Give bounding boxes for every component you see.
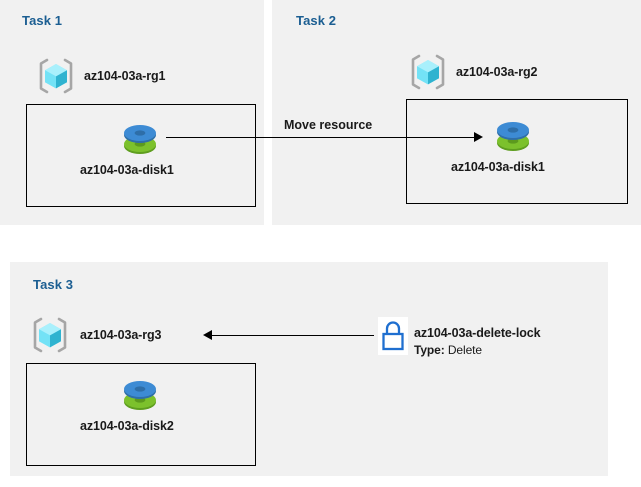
task-2-resource-group-label: az104-03a-rg2 — [456, 65, 538, 79]
task-1-resource-label: az104-03a-disk1 — [80, 163, 174, 177]
delete-lock-type-value: Delete — [447, 343, 482, 357]
task-1-title: Task 1 — [22, 13, 63, 28]
task-2-resource-label: az104-03a-disk1 — [451, 160, 545, 174]
task-2-title: Task 2 — [296, 13, 337, 28]
task-1-resource-box — [26, 104, 256, 207]
resource-group-cube-icon — [30, 315, 70, 355]
lock-applies-arrow-line — [212, 335, 374, 336]
task-3-resource-label: az104-03a-disk2 — [80, 419, 174, 433]
move-resource-arrow-line — [166, 137, 476, 138]
delete-lock-label: az104-03a-delete-lock — [414, 326, 541, 340]
managed-disk-icon — [491, 113, 535, 157]
task-1-panel — [0, 0, 264, 225]
task-2-panel — [272, 0, 641, 225]
task-1-resource-group-label: az104-03a-rg1 — [84, 69, 166, 83]
task-3-resource-group-label: az104-03a-rg3 — [80, 328, 162, 342]
padlock-icon — [378, 317, 408, 355]
managed-disk-icon — [118, 372, 162, 416]
resource-group-cube-icon — [408, 52, 448, 92]
delete-lock-type-key: Type: — [414, 343, 445, 357]
resource-group-cube-icon — [36, 56, 76, 96]
task-3-panel — [10, 262, 608, 476]
task-2-resource-box — [406, 99, 628, 204]
managed-disk-icon — [118, 116, 162, 160]
task-3-title: Task 3 — [33, 277, 74, 292]
delete-lock-type: Type: Delete — [414, 343, 482, 357]
lock-applies-arrow-head — [203, 330, 212, 340]
move-resource-label: Move resource — [281, 118, 376, 132]
task-3-resource-box — [26, 363, 256, 466]
move-resource-arrow-head — [474, 132, 483, 142]
